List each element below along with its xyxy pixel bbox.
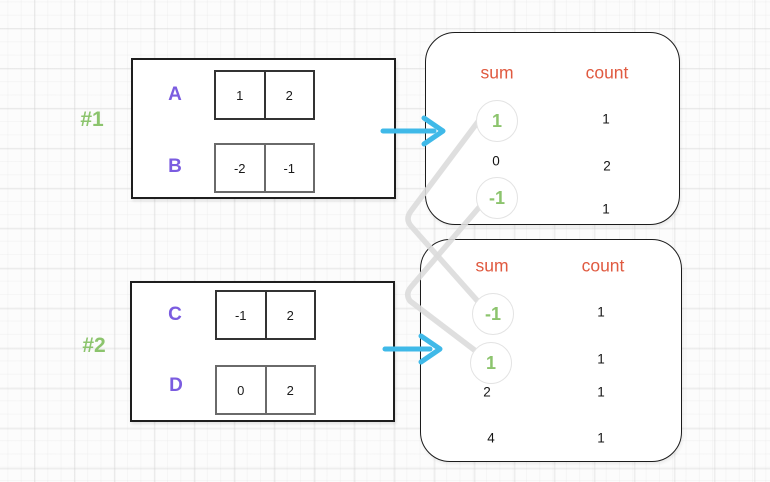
result2-count-header: count xyxy=(581,255,625,276)
array-c-cell: 2 xyxy=(264,292,315,338)
result1-box: sum count 0 1 2 1 xyxy=(425,32,680,225)
row-label-d: D xyxy=(169,375,183,396)
result1-count-value: 2 xyxy=(603,158,611,174)
array-d: 0 2 xyxy=(215,365,316,415)
highlighted-sum-circle: 1 xyxy=(476,100,518,142)
array-a-cell: 1 xyxy=(236,87,244,103)
array-c: -1 2 xyxy=(215,290,316,340)
row-label-c: C xyxy=(168,304,182,325)
result2-box: sum count 2 4 1 1 1 1 xyxy=(420,239,682,462)
array-d-cell: 0 xyxy=(237,382,245,398)
result2-sum-header: sum xyxy=(475,255,509,276)
array-b-cell: -1 xyxy=(263,145,314,191)
group1-label: #1 xyxy=(80,108,104,131)
array-b: -2 -1 xyxy=(214,143,315,193)
highlighted-sum-circle: 1 xyxy=(470,342,512,384)
result1-sum-header: sum xyxy=(480,62,514,83)
result2-count-value: 1 xyxy=(597,304,605,320)
group1-box: A 1 2 B -2 -1 xyxy=(131,58,396,199)
array-a: 1 2 xyxy=(214,70,315,120)
array-b-cell: -2 xyxy=(233,160,246,176)
array-d-cell: 2 xyxy=(264,367,315,413)
result1-sum-value: 0 xyxy=(492,153,500,169)
result2-count-value: 1 xyxy=(597,351,605,367)
result2-count-value: 1 xyxy=(597,384,605,400)
result2-sum-value: 4 xyxy=(487,430,495,446)
array-a-cell: 2 xyxy=(263,72,314,118)
highlighted-sum-circle: -1 xyxy=(476,177,518,219)
result2-sum-value: 2 xyxy=(483,384,491,400)
row-label-b: B xyxy=(168,156,182,177)
result1-count-value: 1 xyxy=(602,201,610,217)
result2-count-value: 1 xyxy=(597,430,605,446)
row-label-a: A xyxy=(168,84,182,105)
array-c-cell: -1 xyxy=(234,307,247,323)
result1-count-value: 1 xyxy=(602,111,610,127)
group2-label: #2 xyxy=(82,334,106,357)
highlighted-sum-circle: -1 xyxy=(472,293,514,335)
result1-count-header: count xyxy=(585,62,629,83)
group2-box: C -1 2 D 0 2 xyxy=(130,281,395,422)
